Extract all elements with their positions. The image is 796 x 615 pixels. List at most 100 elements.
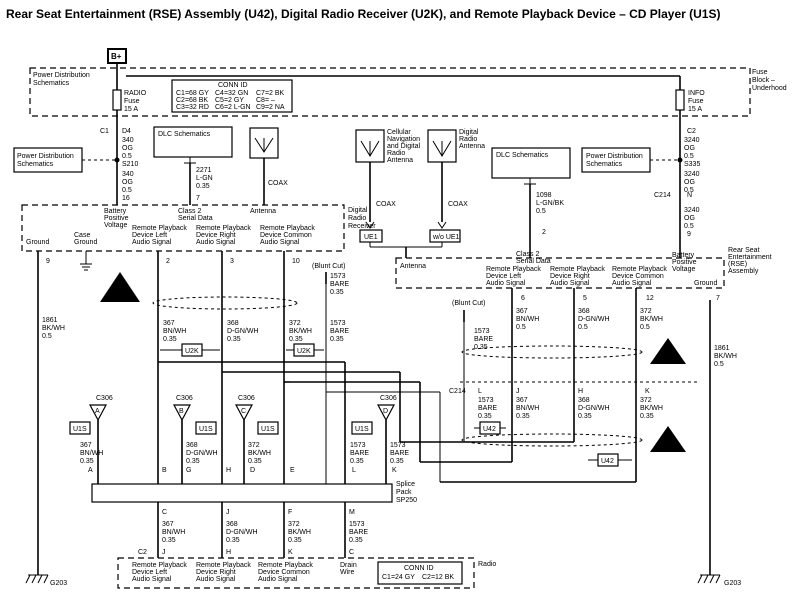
wire-label: 0.35 [330,336,344,343]
wire-label: OG [684,179,695,186]
splice-pin-letter: G [186,467,191,474]
c214-pin: L [478,388,482,395]
grounds: G203 G203 [25,300,741,587]
rse-output-wiring: 367 BN/WH 0.5 368 D-GN/WH 0.5 372 BK/WH … [400,288,737,483]
wire-label: BK/WH [42,325,65,332]
rse-pin-number: 6 [521,295,525,302]
connector-c1: C1 [100,128,109,135]
wire-label: 367 [516,308,528,315]
wire-label: BK/WH [289,328,312,335]
wire-label: 1573 [330,320,346,327]
u42-option-tag [479,421,501,435]
drr-label: Radio [348,215,366,222]
info-fuse [675,89,685,111]
pin-letter: H [226,549,231,556]
rse-pin-label: Serial Data [516,258,551,265]
c306-connector-a [89,404,107,422]
u1s-option-tag [351,421,373,435]
drr-outline [21,204,345,252]
wire-label: BARE [390,450,409,457]
splice-pack-sp250: Splice Pack SP250 [91,481,417,504]
svg-text:!: ! [117,286,122,302]
drr-pin-label: Audio Signal [132,239,172,246]
wire-label: 368 [578,397,590,404]
rse-pin-label: Ground [694,280,717,287]
u2k-option-tag [181,343,203,357]
rse-pin-number: 7 [716,295,720,302]
pin-label: N [687,192,692,199]
drr-pin-number: 3 [230,258,234,265]
u1s-option-tag [195,421,217,435]
fuse-left-label-1: Power Distribution [33,72,90,79]
wire-label: 368 [186,442,198,449]
wire-label: BK/WH [714,353,737,360]
antenna-label: Digital [459,129,479,136]
option-label: UE1 [364,234,378,241]
wire-label: 1573 [349,521,365,528]
pin-letter: K [288,549,293,556]
wire-label: 1573 [478,397,494,404]
wire-label: 1861 [714,345,730,352]
u1s-option-tag [69,421,91,435]
wire-label: 0.35 [349,537,363,544]
wire-label: 0.5 [640,324,650,331]
wire-label: BN/WH [516,405,539,412]
splice-pin-letter: H [226,467,231,474]
antenna-label: Antenna [459,143,485,150]
twisted-pair-ellipse [461,345,643,359]
rse-pin-label: Audio Signal [612,280,652,287]
wire-label: 0.5 [684,223,694,230]
drr-pin-label: Device Right [196,232,236,239]
wire-label: 372 [640,397,652,404]
ue1-option-tag [359,229,383,243]
right-upper-wiring: DLC Schematics 1098 L-GN/BK 0.5 2 Power … [491,110,700,258]
wire-label: OG [122,145,133,152]
radio-pin-label: Audio Signal [132,576,172,583]
twisted-pair-ellipse [461,433,643,447]
u2k-option-tag [293,343,315,357]
ground-label: G203 [724,580,741,587]
conn-id-cell: C5=2 GY [215,97,244,104]
drr-label: Receiver [348,223,376,230]
pin-label: 7 [196,195,200,202]
c214-pin: J [516,388,520,395]
diagram-title: Rear Seat Entertainment (RSE) Assembly (… [6,7,720,21]
option-label: U1S [261,426,275,433]
connector-c2: C2 [687,128,696,135]
splice-s210 [114,157,120,163]
ref-label: Schematics [586,161,623,168]
wire-label: 0.5 [122,187,132,194]
wire-label: 0.5 [714,361,724,368]
conn-id-cell: C6=2 L-GN [215,104,251,111]
radio-pin-label: Device Common [258,569,310,576]
splice-label: Splice [396,481,415,488]
wire-label: 0.5 [684,153,694,160]
drr-label: Digital [348,207,368,214]
ground-icon [25,574,49,584]
splice-label: SP250 [396,497,417,504]
connector-letter: A [95,408,100,415]
wire-label: BARE [478,405,497,412]
wire-label: 0.5 [42,333,52,340]
wire-label: BN/WH [80,450,103,457]
dlc-schematics-ref-right [491,147,571,179]
rse-pin-number: 5 [583,295,587,302]
wire-label: 340 [122,137,134,144]
conn-id-cell: C2=12 BK [422,574,454,581]
wire-label: 3240 [684,207,700,214]
radio-pin-label: Remote Playback [132,562,187,569]
option-label: U1S [73,426,87,433]
radio-pin-label: Audio Signal [258,576,298,583]
wire-label: BARE [349,529,368,536]
radio-pin-label: Remote Playback [258,562,313,569]
wire-label: BARE [350,450,369,457]
coax-label: COAX [268,180,288,187]
wire-label: 3240 [684,171,700,178]
warning-icon [100,272,140,302]
wire-label: D-GN/WH [226,529,258,536]
wire-label: 1573 [350,442,366,449]
wire-label: BN/WH [162,529,185,536]
wire-label: 1573 [390,442,406,449]
drr-pin-label: Remote Playback [132,225,187,232]
